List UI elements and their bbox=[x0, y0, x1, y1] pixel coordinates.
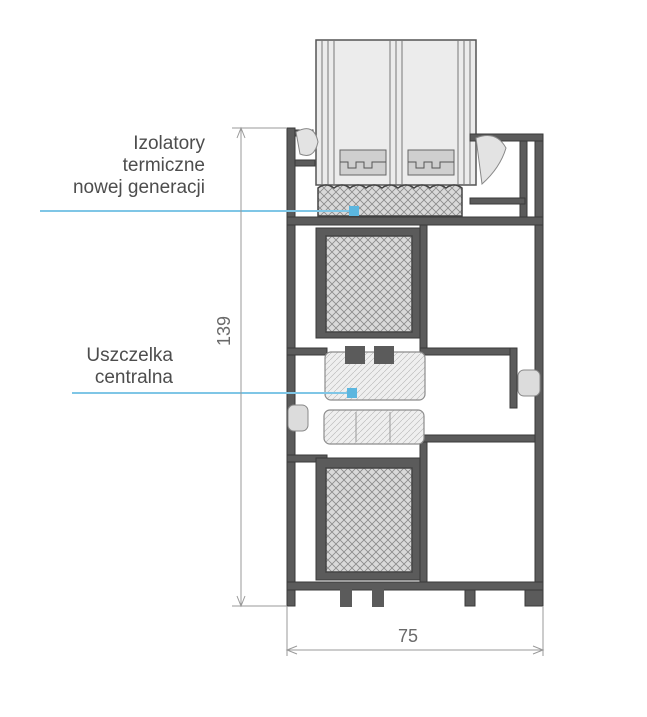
label-central-gasket: Uszczelka centralna bbox=[86, 345, 173, 389]
upper-sash-profile bbox=[315, 227, 421, 339]
dimension-width-line bbox=[285, 606, 545, 656]
callout-central-gasket bbox=[72, 388, 357, 398]
label-thermal-insulators: Izolatory termiczne nowej generacji bbox=[73, 133, 205, 199]
label-central-gasket-line-1: Uszczelka bbox=[86, 345, 173, 366]
glazing-unit bbox=[315, 39, 477, 186]
lower-sash-profile bbox=[315, 457, 421, 607]
label-thermal-insulators-line-3: nowej generacji bbox=[72, 177, 205, 198]
dimension-height-value: 139 bbox=[214, 315, 234, 346]
label-central-gasket-line-2: centralna bbox=[94, 367, 173, 388]
label-thermal-insulators-line-2: termiczne bbox=[122, 155, 205, 176]
label-thermal-insulators-line-1: Izolatory bbox=[133, 133, 205, 154]
callout-thermal-insulators bbox=[40, 206, 359, 216]
central-gasket bbox=[287, 346, 541, 445]
dimension-height-line bbox=[232, 126, 287, 608]
dimension-width-value: 75 bbox=[398, 626, 419, 646]
glazing-gasket bbox=[295, 128, 507, 186]
